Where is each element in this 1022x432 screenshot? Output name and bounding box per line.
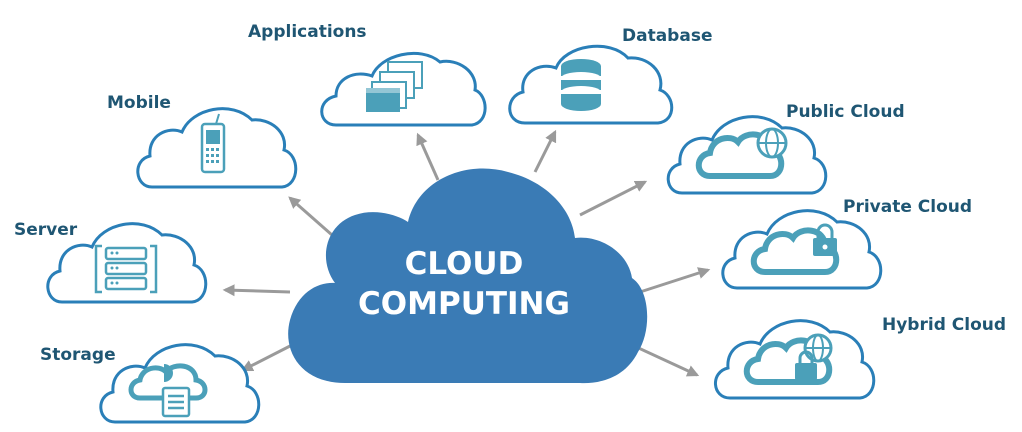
label-server: Server — [14, 220, 78, 240]
private-cloud-icon — [750, 223, 840, 275]
center-cloud: CLOUD COMPUTING — [288, 168, 648, 384]
arrow-storage — [240, 343, 293, 372]
center-title-line2: COMPUTING — [358, 286, 570, 322]
storage-cloud — [99, 343, 261, 424]
private-cloud-cloud — [721, 209, 883, 290]
arrow-server — [222, 284, 291, 297]
label-database: Database — [622, 26, 712, 46]
mobile-phone-icon — [200, 113, 226, 174]
server-rack-icon — [94, 244, 158, 294]
storage-icon — [128, 363, 208, 418]
arrow-mobile — [288, 196, 333, 237]
public-cloud-cloud — [666, 115, 828, 195]
database-icon — [561, 59, 601, 111]
label-hybrid-cloud: Hybrid Cloud — [882, 315, 1006, 335]
connector-arrows — [222, 129, 711, 377]
label-storage: Storage — [40, 345, 116, 365]
center-title-line1: CLOUD — [405, 246, 524, 282]
arrow-hybrid-cloud — [631, 343, 700, 377]
public-cloud-icon — [695, 127, 788, 179]
label-applications: Applications — [248, 22, 367, 42]
hybrid-cloud-cloud — [714, 319, 876, 400]
arrow-database — [533, 129, 557, 173]
arrow-applications — [416, 132, 440, 181]
applications-icon — [366, 61, 423, 112]
label-public-cloud: Public Cloud — [786, 102, 905, 122]
label-private-cloud: Private Cloud — [843, 197, 972, 217]
hybrid-cloud-icon — [743, 333, 833, 385]
arrow-public-cloud — [579, 180, 648, 217]
arrow-private-cloud — [639, 267, 711, 294]
label-mobile: Mobile — [107, 93, 171, 113]
